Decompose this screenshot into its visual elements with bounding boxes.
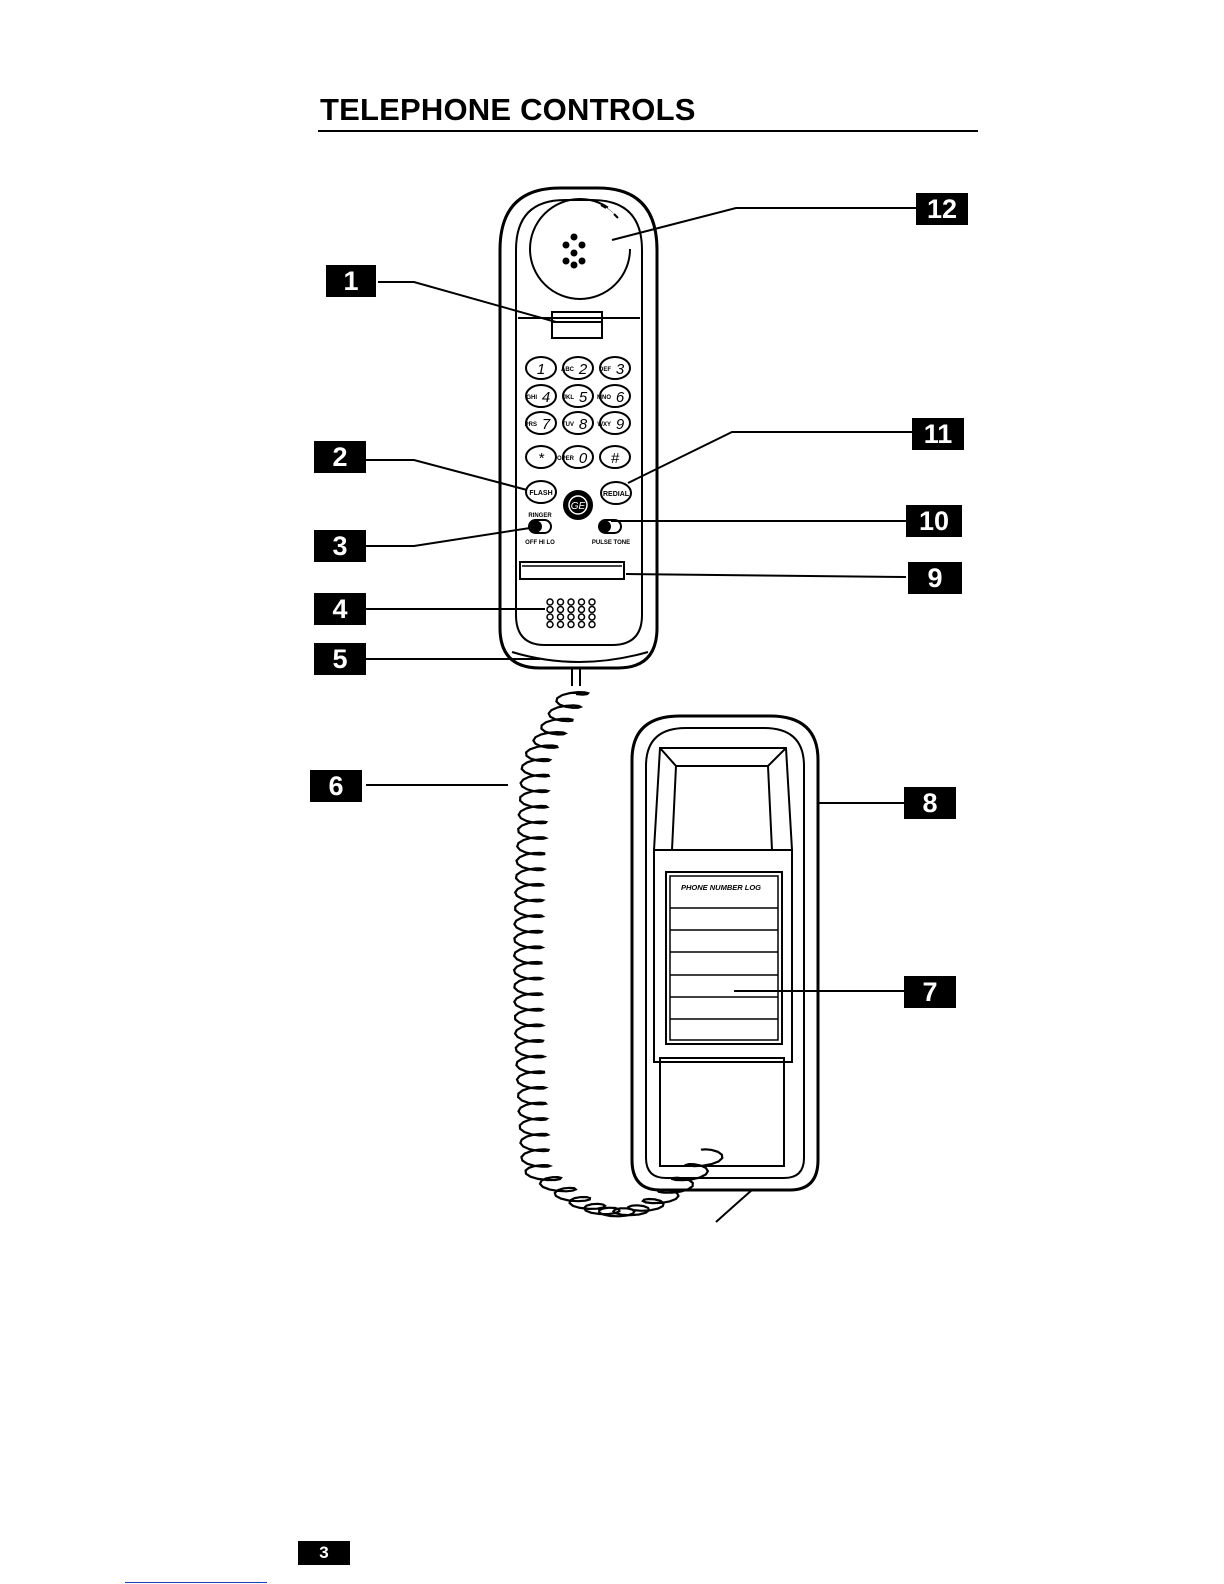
- key-letters: ABC: [561, 367, 575, 373]
- key-digit: 9: [616, 416, 625, 433]
- mouthpiece-hole: [589, 622, 595, 628]
- mouthpiece-hole: [558, 614, 564, 620]
- bottom-rule: [125, 1582, 267, 1583]
- key-8: TUV 8: [562, 412, 593, 434]
- mouthpiece-hole: [579, 599, 585, 605]
- key-6: MNO 6: [597, 385, 630, 407]
- key-letters: GHI: [526, 395, 537, 401]
- key-hash: #: [600, 446, 630, 468]
- mouthpiece-hole: [589, 607, 595, 613]
- key-letters: PRS: [525, 422, 537, 428]
- leader-2: [366, 460, 527, 490]
- key-digit: 4: [542, 389, 550, 406]
- phone-number-log-title: PHONE NUMBER LOG: [681, 883, 761, 892]
- callout-9: 9: [908, 562, 962, 594]
- page-number: 3: [298, 1541, 350, 1565]
- mouthpiece-hole: [547, 599, 553, 605]
- key-digit: 5: [579, 389, 588, 406]
- callout-5: 5: [314, 643, 366, 675]
- mouthpiece-hole: [547, 607, 553, 613]
- earpiece-holes: [563, 234, 586, 269]
- mouthpiece-hole: [579, 614, 585, 620]
- callout-8: 8: [904, 787, 956, 819]
- mouthpiece-hole: [568, 622, 574, 628]
- mouthpiece-holes: [547, 599, 595, 628]
- key-letters: WXY: [597, 422, 611, 428]
- key-digit: 6: [616, 389, 625, 406]
- callout-10: 10: [906, 505, 962, 537]
- key-5: JKL 5: [563, 385, 593, 407]
- leader-9: [626, 574, 906, 577]
- ringer-label: RINGER: [528, 513, 552, 519]
- callout-1: 1: [326, 265, 376, 297]
- mouthpiece-hole: [589, 599, 595, 605]
- card-slot: [520, 562, 624, 579]
- key-7: PRS 7: [525, 412, 556, 434]
- mouthpiece-hole: [568, 607, 574, 613]
- key-digit: 8: [579, 416, 588, 433]
- key-0: OPER 0: [557, 446, 593, 468]
- key-4: GHI 4: [526, 385, 556, 407]
- cord-coils: [514, 692, 722, 1216]
- handset-bottom-edge: [512, 652, 648, 662]
- mouthpiece-hole: [558, 599, 564, 605]
- base-cradle-bottom: [660, 1058, 784, 1166]
- mouthpiece-hole: [547, 622, 553, 628]
- key-letters: JKL: [563, 395, 575, 401]
- ringer-positions: OFF HI LO: [525, 540, 555, 546]
- key-1: 1: [526, 357, 556, 379]
- hookswitch: [552, 312, 602, 338]
- key-digit: #: [611, 450, 620, 467]
- callout-3: 3: [314, 530, 366, 562]
- mouthpiece-hole: [568, 599, 574, 605]
- callout-2: 2: [314, 441, 366, 473]
- leader-11: [628, 432, 912, 483]
- ge-logo-text: GE: [571, 501, 586, 512]
- redial-button-label: REDIAL: [603, 491, 630, 498]
- mouthpiece-hole: [558, 607, 564, 613]
- flash-button-label: FLASH: [529, 490, 552, 497]
- leader-3: [366, 528, 530, 546]
- mouthpiece-hole: [568, 614, 574, 620]
- callout-4: 4: [314, 593, 366, 625]
- key-digit: 0: [579, 450, 588, 467]
- key-9: WXY 9: [597, 412, 630, 434]
- phone-number-log-lines: [670, 908, 778, 1019]
- callout-7: 7: [904, 976, 956, 1008]
- leader-12: [612, 208, 916, 240]
- key-letters: OPER: [557, 456, 575, 462]
- key-digit: 2: [578, 361, 588, 378]
- key-3: DEF 3: [599, 357, 630, 379]
- callout-12: 12: [916, 193, 968, 225]
- key-letters: MNO: [597, 395, 611, 401]
- pulse-tone-label: PULSE TONE: [592, 540, 630, 546]
- key-letters: DEF: [599, 367, 611, 373]
- key-digit: 7: [542, 416, 551, 433]
- mouthpiece-hole: [579, 607, 585, 613]
- mouthpiece-hole: [589, 614, 595, 620]
- key-digit: *: [538, 450, 545, 467]
- mouthpiece-hole: [558, 622, 564, 628]
- callout-11: 11: [912, 418, 964, 450]
- key-letters: TUV: [562, 422, 574, 428]
- key-digit: 3: [616, 361, 625, 378]
- mouthpiece-hole: [547, 614, 553, 620]
- base-center-panel: [654, 850, 792, 1062]
- key-star: *: [526, 446, 556, 468]
- callout-6: 6: [310, 770, 362, 802]
- key-digit: 1: [537, 361, 545, 378]
- base-unit: PHONE NUMBER LOG: [632, 716, 818, 1190]
- mouthpiece-hole: [579, 622, 585, 628]
- phone-number-log-card: [666, 872, 782, 1044]
- leader-1: [378, 282, 556, 322]
